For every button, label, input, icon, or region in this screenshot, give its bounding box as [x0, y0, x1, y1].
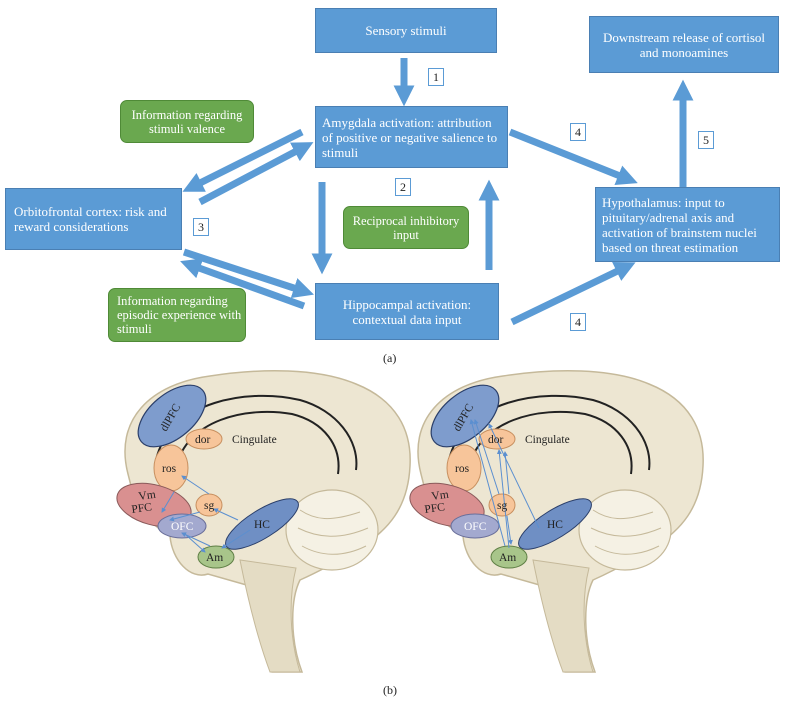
hippocampal-text: Hippocampal activation: contextual data … [342, 296, 472, 327]
right-ros-label: ros [455, 463, 470, 475]
downstream-release-box: Downstream release of cortisol and monoa… [589, 16, 779, 73]
right-am-label: Am [499, 552, 516, 564]
left-sg-node [195, 493, 223, 517]
arrow-amygdala-to-ofc [182, 128, 304, 192]
step-4b-label: 4 [575, 314, 581, 329]
hypothalamus-box: Hypothalamus: input to pituitary/adrenal… [595, 187, 780, 262]
left-ros-label: ros [162, 463, 177, 475]
step-4a-badge: 4 [570, 123, 586, 141]
step-4a-label: 4 [575, 124, 581, 139]
episodic-note-text: Information regarding episodic experienc… [117, 294, 242, 336]
step-1-label: 1 [433, 69, 439, 84]
arrow-ofc-to-hippocampus [182, 248, 314, 299]
left-dor-label: dor [195, 434, 211, 446]
left-dlpfc-label: dlPFC [158, 402, 183, 434]
reciprocal-note: Reciprocal inhibitory input [343, 206, 469, 249]
left-brain: dlPFC dor Cingulate ros Vm PFC sg OFC HC… [116, 370, 411, 673]
right-dor-label: dor [488, 434, 504, 446]
left-brainstem [239, 559, 301, 673]
step-5-label: 5 [703, 132, 709, 147]
left-hc-region [225, 498, 299, 550]
left-dor-node [185, 428, 223, 450]
left-sg-label: sg [204, 500, 214, 512]
right-pfc-label: PFC [424, 501, 446, 516]
right-brain-cortex [417, 370, 704, 673]
step-3-label: 3 [198, 219, 204, 234]
right-hc-region [518, 498, 592, 550]
arrow-ofc-to-amygdala [198, 142, 314, 206]
reciprocal-note-text: Reciprocal inhibitory input [352, 213, 460, 242]
orbitofrontal-box: Orbitofrontal cortex: risk and reward co… [5, 188, 182, 250]
step-5-badge: 5 [698, 131, 714, 149]
downstream-release-text: Downstream release of cortisol and monoa… [602, 29, 766, 60]
right-cerebellum [578, 489, 672, 571]
hippocampal-box: Hippocampal activation: contextual data … [315, 283, 499, 340]
panel-b-label: (b) [383, 683, 397, 697]
left-am-node [197, 545, 235, 569]
left-cingulate-label: Cingulate [232, 434, 277, 446]
right-ros-node [446, 444, 482, 492]
step-3-badge: 3 [193, 218, 209, 236]
right-dlpfc-label: dlPFC [451, 402, 476, 434]
amygdala-text: Amygdala activation: attribution of posi… [322, 114, 498, 160]
right-am-node [490, 545, 528, 569]
right-hc-label: HC [547, 519, 563, 531]
step-2-label: 2 [400, 179, 406, 194]
right-vm-label: Vm [431, 489, 450, 503]
step-4b-badge: 4 [570, 313, 586, 331]
arrow-amygdala-to-hypothalamus [508, 128, 638, 186]
orbitofrontal-text: Orbitofrontal cortex: risk and reward co… [14, 204, 167, 234]
right-ofc-region [450, 513, 500, 539]
left-hc-label: HC [254, 519, 270, 531]
step-2-badge: 2 [395, 178, 411, 196]
left-cerebellum [285, 489, 379, 571]
left-vm-label: Vm [138, 489, 157, 503]
hypothalamus-text: Hypothalamus: input to pituitary/adrenal… [602, 194, 757, 255]
valence-note: Information regarding stimuli valence [120, 100, 254, 143]
right-dor-node [478, 428, 516, 450]
left-brain-cortex [124, 370, 411, 673]
left-ros-node [153, 444, 189, 492]
right-cingulate-label: Cingulate [525, 434, 570, 446]
right-sg-label: sg [497, 500, 507, 512]
left-dlpfc-region [137, 384, 207, 448]
sensory-stimuli-text: Sensory stimuli [365, 23, 447, 38]
right-sg-node [488, 493, 516, 517]
amygdala-box: Amygdala activation: attribution of posi… [315, 106, 508, 168]
right-ofc-label: OFC [464, 521, 487, 533]
right-brainstem [532, 559, 594, 673]
sensory-stimuli-box: Sensory stimuli [315, 8, 497, 53]
arrow-hippocampus-to-hypothalamus [510, 262, 636, 326]
right-brain: dlPFC dor Cingulate ros Vm PFC sg OFC HC… [409, 370, 704, 673]
left-am-label: Am [206, 552, 223, 564]
left-vmpfc-region [116, 482, 192, 528]
left-ofc-region [157, 513, 207, 539]
right-vmpfc-region [409, 482, 485, 528]
flow-arrows [180, 58, 694, 326]
arrow-hippocampus-to-ofc [180, 258, 306, 310]
valence-note-text: Information regarding stimuli valence [131, 107, 243, 136]
left-pfc-label: PFC [131, 501, 153, 516]
left-ofc-label: OFC [171, 521, 194, 533]
step-1-badge: 1 [428, 68, 444, 86]
right-dlpfc-region [430, 384, 500, 448]
episodic-note: Information regarding episodic experienc… [108, 288, 246, 342]
panel-a-label: (a) [383, 351, 397, 365]
